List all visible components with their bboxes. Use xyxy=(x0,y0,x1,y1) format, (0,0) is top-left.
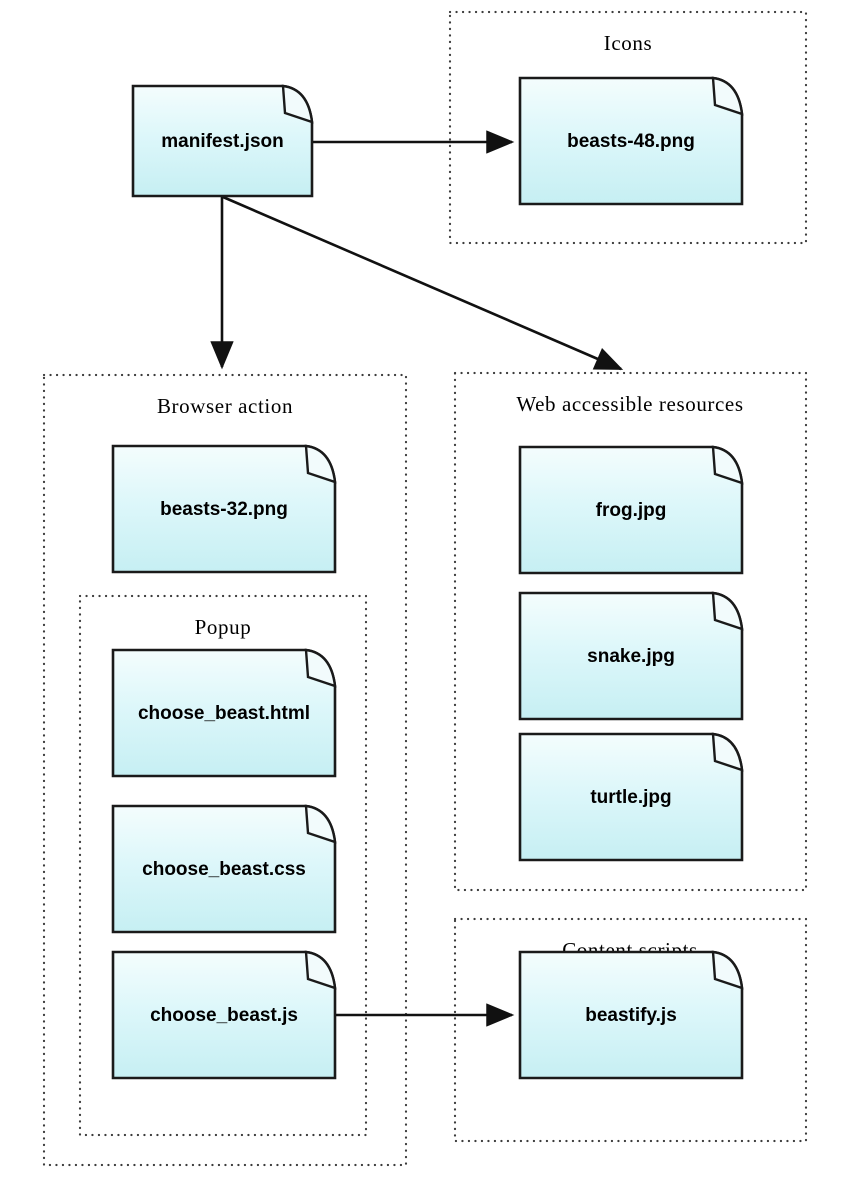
file-node-label-frog-jpg: frog.jpg xyxy=(596,500,667,521)
file-node-label-beasts-48-png: beasts-48.png xyxy=(567,131,695,152)
group-title-icons: Icons xyxy=(604,31,653,55)
file-node-label-choose-beast-html: choose_beast.html xyxy=(138,703,310,724)
group-icons: Icons xyxy=(448,10,808,245)
group-popup: Popup xyxy=(78,594,368,1137)
page-fold-icon-choose-beast-html xyxy=(304,648,337,688)
edges-layer xyxy=(210,130,624,1027)
nodes-layer: manifest.json beasts-48.png beasts-32.png c… xyxy=(111,76,744,1080)
file-node-label-turtle-jpg: turtle.jpg xyxy=(590,787,671,808)
page-fold-icon-frog-jpg xyxy=(711,445,744,485)
file-node-beasts-32-png: beasts-32.png xyxy=(111,444,337,574)
page-fold-icon-choose-beast-js xyxy=(304,950,337,990)
group-border-browser-action xyxy=(42,373,408,1167)
page-fold-icon-snake-jpg xyxy=(711,591,744,631)
file-node-choose-beast-html: choose_beast.html xyxy=(111,648,337,778)
file-node-choose-beast-js: choose_beast.js xyxy=(111,950,337,1080)
group-border-icons xyxy=(448,10,808,245)
file-node-label-choose-beast-js: choose_beast.js xyxy=(150,1005,298,1026)
page-fold-icon-manifest-json xyxy=(281,84,314,124)
file-node-manifest-json: manifest.json xyxy=(131,84,314,198)
file-node-label-choose-beast-css: choose_beast.css xyxy=(142,859,306,880)
page-fold-icon-choose-beast-css xyxy=(304,804,337,844)
file-node-snake-jpg: snake.jpg xyxy=(518,591,744,721)
file-node-frog-jpg: frog.jpg xyxy=(518,445,744,575)
group-border-web-accessible-resources xyxy=(453,371,808,892)
file-node-choose-beast-css: choose_beast.css xyxy=(111,804,337,934)
page-fold-icon-turtle-jpg xyxy=(711,732,744,772)
edge-manifest-to-web-accessible-resources xyxy=(222,195,624,371)
file-node-label-beasts-32-png: beasts-32.png xyxy=(160,499,288,520)
page-fold-icon-beasts-48-png xyxy=(711,76,744,116)
file-node-beastify-js: beastify.js xyxy=(518,950,744,1080)
group-border-content-scripts xyxy=(453,917,808,1143)
group-title-popup: Popup xyxy=(195,615,252,639)
file-node-turtle-jpg: turtle.jpg xyxy=(518,732,744,862)
group-border-popup xyxy=(78,594,368,1137)
file-node-label-snake-jpg: snake.jpg xyxy=(587,646,675,667)
page-fold-icon-beastify-js xyxy=(711,950,744,990)
group-browser-action: Browser action xyxy=(42,373,408,1167)
file-node-label-beastify-js: beastify.js xyxy=(585,1005,677,1026)
group-web-accessible-resources: Web accessible resources xyxy=(453,371,808,892)
group-title-web-accessible-resources: Web accessible resources xyxy=(516,392,743,416)
file-node-label-manifest-json: manifest.json xyxy=(161,131,283,152)
page-fold-icon-beasts-32-png xyxy=(304,444,337,484)
file-node-beasts-48-png: beasts-48.png xyxy=(518,76,744,206)
group-title-browser-action: Browser action xyxy=(157,394,293,418)
